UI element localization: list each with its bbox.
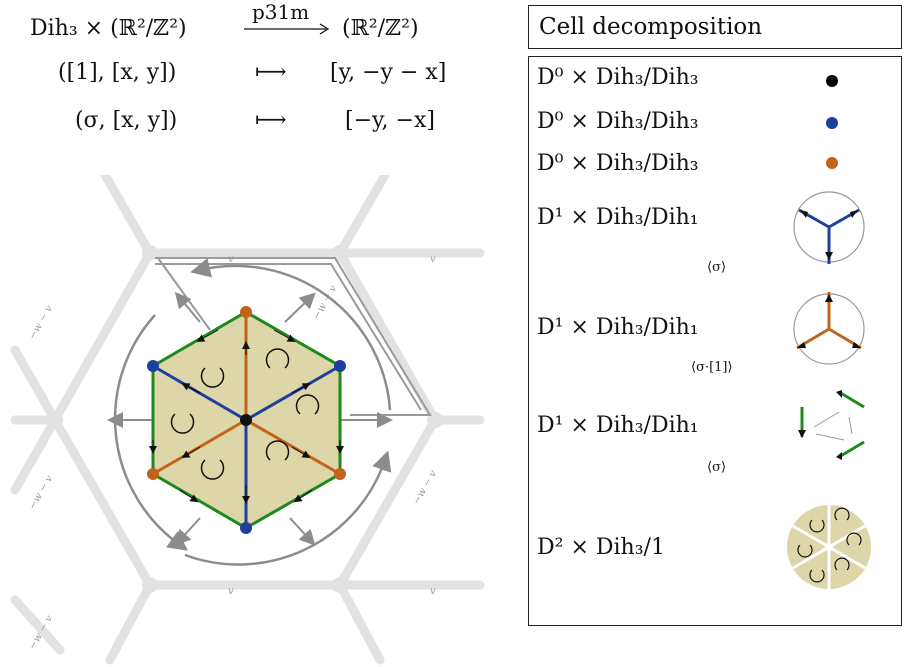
row-3-text: D⁰ × Dih₃/Dih₃ [537,151,699,176]
edge-label-v-right: v [430,254,436,265]
formula-line3-left: (σ, [x, y]) [75,108,178,133]
edge-label-w-left-bottom: −w − v [27,473,55,511]
green-edges-icon [798,390,865,460]
edge-label-w-right: −w − v [411,468,439,506]
row-4-text: D¹ × Dih₃/Dih₁ [537,205,699,230]
orange-dot [826,157,838,169]
arrow-label: p31m [252,0,310,24]
black-dot [826,75,838,87]
face-rotation-symbols [170,348,320,480]
lattice-vertices [47,245,443,593]
orange-vertex-top [240,306,252,318]
background-lattice [10,175,485,665]
center-vertex [240,414,252,426]
row-7-text: D² × Dih₃/1 [537,535,665,560]
edge-label-w-left: −w − v [27,303,55,341]
orange-vertex-left [147,468,159,480]
row-1-text: D⁰ × Dih₃/Dih₃ [537,65,699,90]
orbifold-diagram: v v v v −w − v −w − v −w − v −w − v −w −… [10,175,485,665]
cell-decomposition-table: D⁰ × Dih₃/Dih₃ D⁰ × Dih₃/Dih₃ D⁰ × Dih₃/… [528,56,902,626]
blue-dot [826,117,838,129]
edge-label-v-top: v [228,254,234,265]
formula-line2-left: ([1], [x, y]) [58,60,177,85]
black-arrows [149,329,344,504]
formula-line1-left: Dih₃ × (ℝ²/ℤ²) [30,16,187,41]
edge-label-v-bottom: v [228,586,234,597]
row-4-subscript: ⟨σ⟩ [707,260,727,275]
row-6-subscript: ⟨σ⟩ [707,460,727,475]
long-arrow-icon [244,23,330,35]
formula-line1-right: (ℝ²/ℤ²) [342,16,419,41]
blue-vertex-right [334,360,346,372]
cell-decomposition-title-box: Cell decomposition [528,5,902,49]
orange-tripod-icon [793,292,865,365]
row-5-text: D¹ × Dih₃/Dih₁ [537,315,699,340]
maps-to-1: ⟼ [255,60,287,85]
hexagon-faces-icon [787,505,871,589]
blue-vertex-bottom [240,522,252,534]
blue-vertex-left [147,360,159,372]
row-2-text: D⁰ × Dih₃/Dih₃ [537,109,699,134]
blue-tripod-icon [793,191,865,264]
gray-rotation-arcs [113,257,392,566]
maps-to-2: ⟼ [255,108,287,133]
orange-vertex-right [334,468,346,480]
edge-label-v-right-bottom: v [430,586,436,597]
row-5-subscript: ⟨σ·[1]⟩ [691,360,733,375]
formula-line2-right: [y, −y − x] [330,60,447,85]
formula-line3-right: [−y, −x] [345,108,435,133]
cell-decomposition-title: Cell decomposition [539,14,763,40]
gray-arrows [107,291,393,546]
row-6-text: D¹ × Dih₃/Dih₁ [537,413,699,438]
